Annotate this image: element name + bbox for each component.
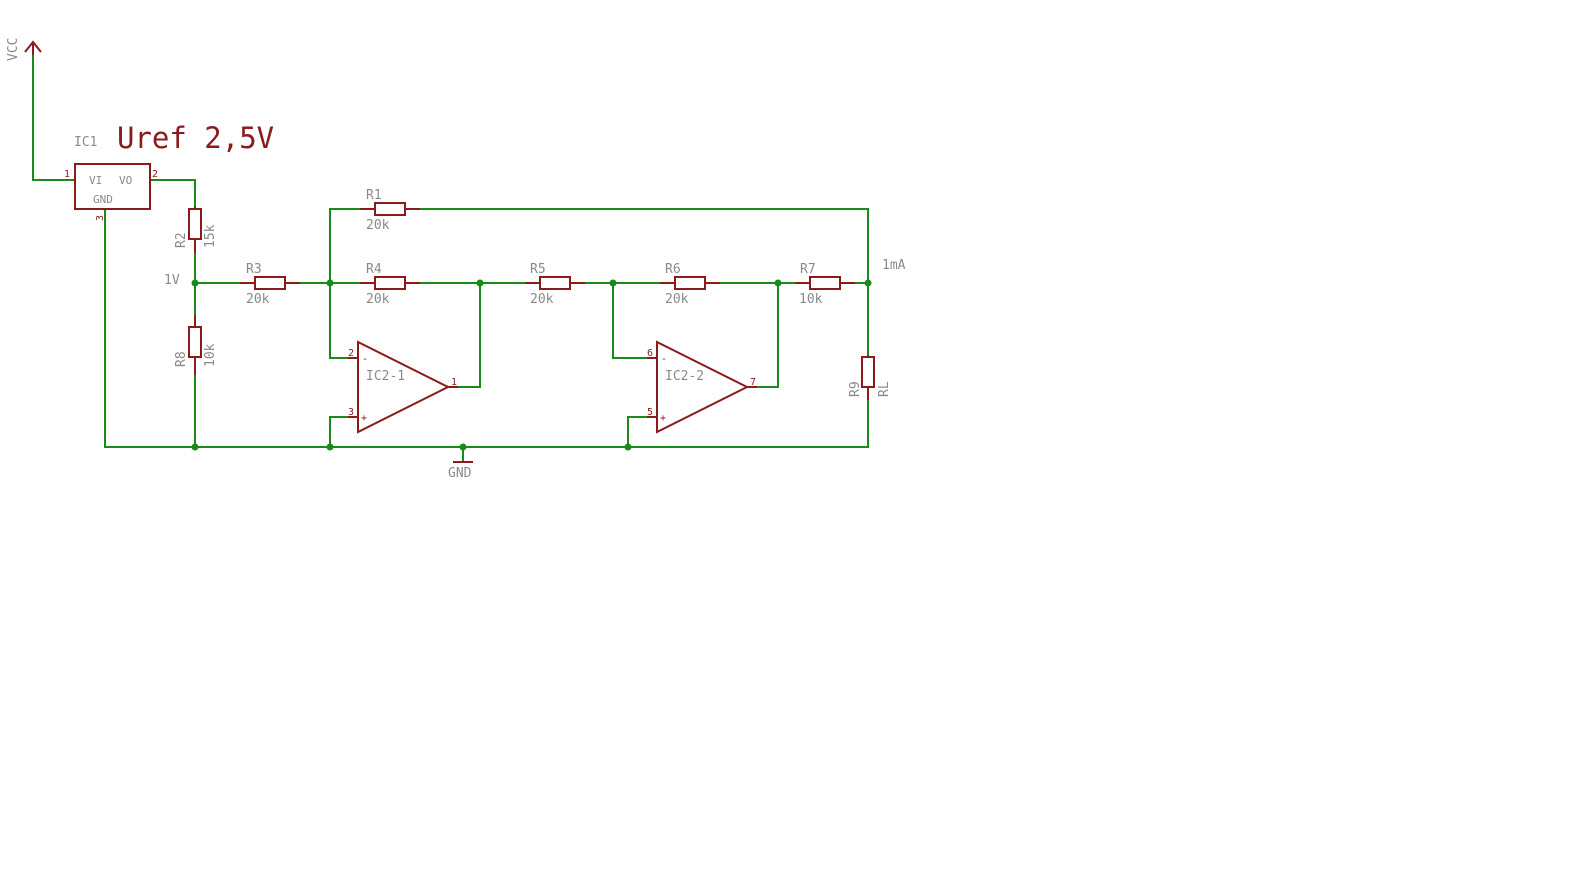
wires (32, 47, 869, 463)
wire-opamp-a-plus (329, 416, 349, 448)
opamp-a-pin-noninv: 3 (348, 407, 354, 418)
junction-opamp-a-out (476, 279, 484, 287)
r6-name: R6 (665, 262, 681, 277)
wire-opamp-a-out (457, 282, 481, 388)
opamp-b-plus: + (660, 413, 666, 424)
resistor-r8 (188, 315, 202, 375)
r5-value: 20k (530, 292, 554, 307)
resistor-r9 (861, 355, 875, 400)
opamp-b-pin-inv: 6 (647, 348, 653, 359)
junction-1v (191, 279, 199, 287)
opamp-a-pin-out: 1 (451, 377, 457, 388)
r8-value: 10k (203, 343, 218, 367)
opamp-b-pin-out: 7 (750, 377, 756, 388)
opamp-b-minus: - (661, 354, 667, 365)
r5-name: R5 (530, 262, 546, 277)
opamp-a-plus: + (361, 413, 367, 424)
ic1-pin3: 3 (95, 215, 106, 221)
net-label-current: 1mA (882, 258, 906, 273)
r2-value: 15k (203, 224, 218, 248)
opamp-a-minus: - (362, 354, 368, 365)
ic1-pin2: 2 (152, 169, 158, 180)
r1-value: 20k (366, 218, 390, 233)
wire-r1-right (419, 208, 869, 356)
resistor-r5 (525, 276, 585, 290)
r1-name: R1 (366, 188, 382, 203)
r4-name: R4 (366, 262, 382, 277)
r3-name: R3 (246, 262, 262, 277)
resistor-r1 (360, 202, 420, 216)
r6-value: 20k (665, 292, 689, 307)
r8-name: R8 (174, 351, 189, 367)
r7-name: R7 (800, 262, 816, 277)
r2-name: R2 (174, 232, 189, 248)
wire-opamp-b-minus (612, 282, 648, 359)
opamp-b-name: IC2-2 (665, 369, 704, 384)
ic1-name: IC1 (74, 135, 97, 150)
opamp-a-triangle (348, 340, 458, 434)
junction-gnd-b (624, 443, 632, 451)
ic1-vo-label: VO (119, 174, 132, 187)
resistor-r3 (240, 276, 300, 290)
resistor-r7 (795, 276, 855, 290)
vcc-arrow-icon (24, 40, 42, 55)
wire-opamp-b-out (756, 282, 779, 388)
junction-r5-r6 (609, 279, 617, 287)
opamp-b-pin-noninv: 5 (647, 407, 653, 418)
r4-value: 20k (366, 292, 390, 307)
resistor-r2 (188, 207, 202, 253)
wire-ground-bus (104, 399, 869, 448)
r3-value: 20k (246, 292, 270, 307)
junction-opamp-b-out (774, 279, 782, 287)
r9-value: RL (877, 381, 892, 397)
r7-value: 10k (799, 292, 823, 307)
wire-vcc (32, 47, 76, 181)
ic1-vi-label: VI (89, 174, 102, 187)
resistor-r6 (660, 276, 720, 290)
junction-gnd-r8 (191, 443, 199, 451)
wire-opamp-b-plus (627, 416, 648, 448)
junction-gnd-main (459, 443, 467, 451)
ic1-regulator (74, 163, 151, 210)
ic1-pin1: 1 (64, 169, 70, 180)
wire-ic1-out (149, 179, 196, 208)
net-label-1v: 1V (164, 273, 180, 288)
ic1-gnd-label: GND (93, 193, 113, 206)
opamp-a-name: IC2-1 (366, 369, 405, 384)
reference-title: Uref 2,5V (117, 121, 274, 155)
resistor-r4 (360, 276, 420, 290)
vcc-label: VCC (6, 38, 21, 61)
junction-gnd-a (326, 443, 334, 451)
gnd-label: GND (448, 466, 472, 481)
junction-r3-r4 (326, 279, 334, 287)
opamp-a-pin-inv: 2 (348, 348, 354, 359)
junction-load (864, 279, 872, 287)
opamp-b-triangle (647, 340, 757, 434)
junctions (191, 279, 872, 451)
r9-name: R9 (848, 381, 863, 397)
